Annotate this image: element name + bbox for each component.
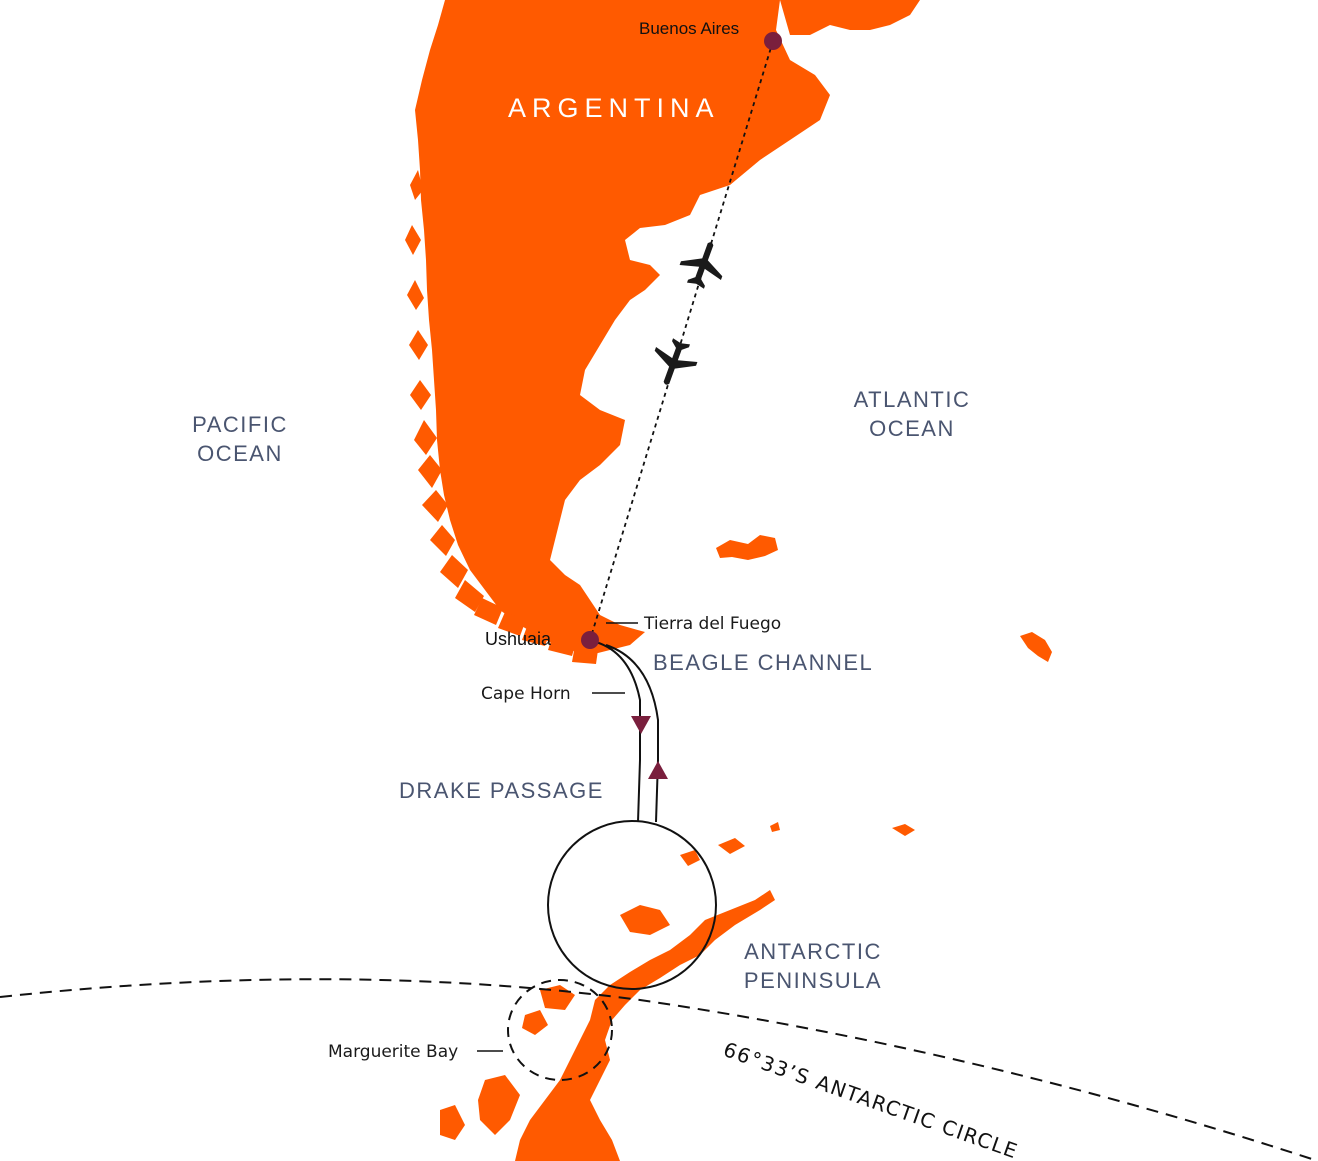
south-america-land (415, 0, 920, 655)
tierra-del-fuego-label: Tierra del Fuego (643, 614, 781, 634)
city-marker-icon (764, 32, 782, 50)
antarctic-peninsula-label: PENINSULA (744, 968, 882, 993)
pacific-ocean-label: PACIFIC (192, 412, 288, 437)
buenos-aires-label: Buenos Aires (639, 19, 739, 38)
ushuaia-label: Ushuaia (485, 629, 552, 649)
antarctic-peninsula-label: ANTARCTIC (744, 939, 882, 964)
cape-horn-label: Cape Horn (481, 684, 571, 704)
country-label: ARGENTINA (508, 93, 720, 123)
marguerite-bay-label: Marguerite Bay (328, 1042, 458, 1062)
chile-fjord-islands (405, 170, 598, 664)
airplane-icon (654, 338, 698, 385)
antarctic-circle-line (0, 978, 1318, 1161)
antarctic-peninsula-land (440, 822, 915, 1161)
peninsula-cruising-circle (547, 820, 717, 990)
flight-route-line (589, 40, 774, 641)
drake-passage-label: DRAKE PASSAGE (399, 778, 604, 803)
atlantic-ocean-label: ATLANTIC (854, 387, 971, 412)
antarctic-circle-label: 66°33’S ANTARCTIC CIRCLE (720, 1037, 1021, 1161)
direction-arrow-icon (648, 761, 668, 779)
pacific-ocean-label: OCEAN (197, 441, 283, 466)
city-marker-icon (581, 631, 599, 649)
marguerite-bay-circle (507, 979, 613, 1081)
ship-route-south (591, 640, 641, 823)
airplane-icon (679, 242, 723, 289)
direction-arrow-icon (631, 716, 651, 734)
beagle-channel-label: BEAGLE CHANNEL (653, 650, 873, 675)
ship-route-north (605, 644, 659, 823)
atlantic-islands (716, 535, 1052, 662)
atlantic-ocean-label: OCEAN (869, 416, 955, 441)
